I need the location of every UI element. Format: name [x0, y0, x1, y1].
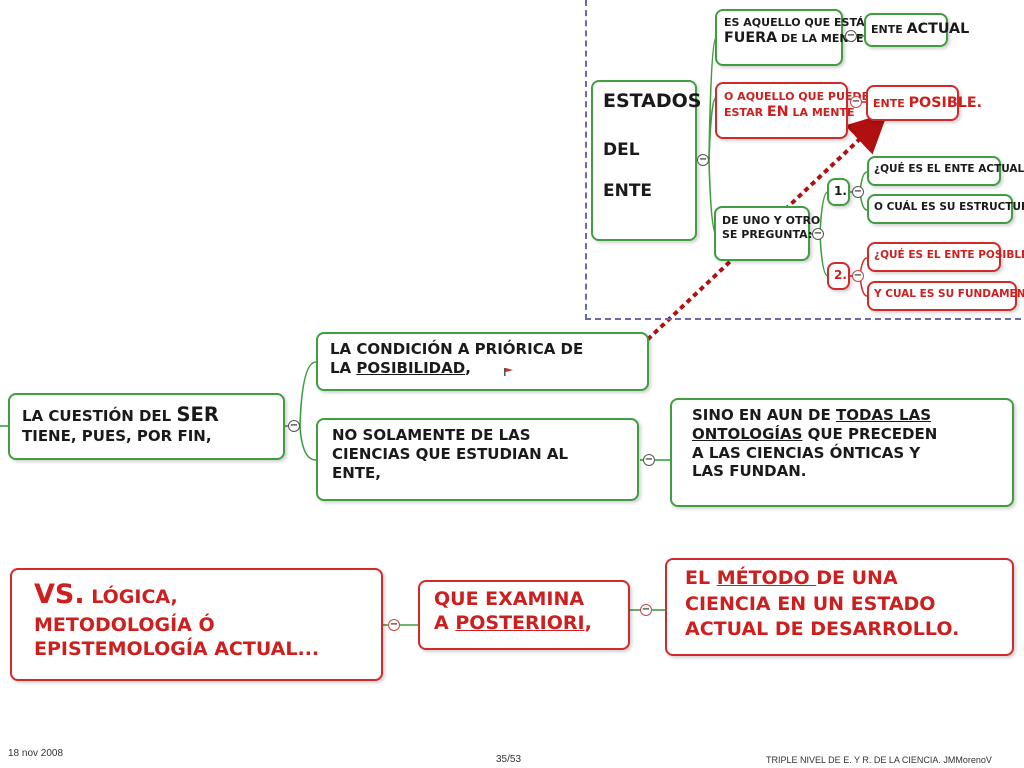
- metodo-node[interactable]: EL MÉTODO DE UNA CIENCIA EN UN ESTADO AC…: [665, 558, 1014, 656]
- collapse-icon[interactable]: −: [640, 604, 652, 616]
- condicion-priorica-node[interactable]: LA CONDICIÓN A PRIÓRICA DE LA POSIBILIDA…: [316, 332, 649, 391]
- estructura-question[interactable]: O CUÁL ES SU ESTRUCTURA?: [867, 194, 1024, 224]
- metodo-line2: CIENCIA EN UN ESTADO: [685, 592, 936, 615]
- no-solamente-line1: NO SOLAMENTE DE LAS: [332, 426, 531, 444]
- fundamento-question[interactable]: Y CUAL ES SU FUNDAMENTO?: [867, 281, 1024, 311]
- metodo-word: MÉTODO: [716, 567, 817, 589]
- footer-date: 18 nov 2008: [8, 748, 64, 759]
- flag-icon[interactable]: [504, 368, 514, 376]
- preceden-word: QUE PRECEDEN: [802, 424, 938, 443]
- sino-ontologias-node[interactable]: SINO EN AUN DE TODAS LAS ONTOLOGÍAS QUE …: [670, 398, 1014, 507]
- collapse-icon[interactable]: −: [388, 619, 400, 631]
- posteriori-word: POSTERIORI: [455, 611, 585, 634]
- highlight-region: [585, 0, 1021, 320]
- number-two-node[interactable]: 2.: [827, 262, 850, 290]
- ente-prefix-2: ENTE: [873, 97, 909, 110]
- no-solamente-node[interactable]: NO SOLAMENTE DE LAS CIENCIAS QUE ESTUDIA…: [316, 418, 639, 501]
- sino-line3: A LAS CIENCIAS ÓNTICAS Y: [692, 443, 921, 462]
- number-two: 2.: [834, 268, 847, 282]
- fuera-de-la-mente-node[interactable]: ES AQUELLO QUE ESTÁ FUERA DE LA MENTE: [715, 9, 865, 66]
- q2b: Y CUAL ES SU FUNDAMENTO?: [874, 288, 1024, 300]
- number-one-node[interactable]: 1.: [827, 178, 850, 206]
- vs-logica-node[interactable]: VS. LÓGICA, METODOLOGÍA ó EPISTEMOLOGÍA …: [10, 568, 383, 681]
- comma: ,: [465, 358, 471, 377]
- collapse-icon[interactable]: −: [697, 154, 709, 166]
- todas-las-word: TODAS LAS: [835, 406, 932, 424]
- en-mente-line1: O AQUELLO QUE PUEDE: [724, 90, 870, 103]
- sino-line4: LAS FUNDAN.: [692, 462, 807, 481]
- comma-2: ,: [584, 611, 592, 634]
- ente-actual-node[interactable]: ENTE ACTUAL: [864, 13, 969, 47]
- estar-word: ESTAR: [724, 105, 767, 119]
- en-la-mente-node[interactable]: O AQUELLO QUE PUEDE ESTAR EN LA MENTE: [715, 82, 870, 139]
- q2a: ¿QUÉ ES EL ENTE POSIBLE: [874, 249, 1024, 261]
- el-word: EL: [685, 567, 717, 589]
- actual-word: ACTUAL: [906, 21, 970, 37]
- metodo-line3: ACTUAL DE DESARROLLO.: [685, 618, 960, 641]
- a-word: A: [434, 611, 456, 634]
- footer-credit: TRIPLE NIVEL DE E. Y R. DE LA CIENCIA. J…: [766, 755, 992, 765]
- la-word: LA: [330, 358, 357, 377]
- ente-prefix: ENTE: [871, 23, 907, 36]
- vs-line2: METODOLOGÍA ó: [34, 613, 215, 636]
- del-label: DEL: [603, 139, 640, 160]
- posible-word: POSIBLE.: [908, 95, 983, 111]
- collapse-icon[interactable]: −: [288, 420, 300, 432]
- logica-word: LÓGICA,: [84, 586, 178, 608]
- ente-actual-question[interactable]: ¿QUÉ ES EL ENTE ACTUAL: [867, 156, 1024, 186]
- cuestion-line1: LA CUESTIÓN DEL: [22, 407, 177, 425]
- collapse-icon[interactable]: −: [643, 454, 655, 466]
- cuestion-line2: TIENE, PUES, POR FIN,: [22, 427, 212, 446]
- vs-word: VS.: [34, 579, 85, 610]
- no-solamente-line2: CIENCIAS QUE ESTUDIAN AL: [332, 444, 569, 463]
- vs-line3: EPISTEMOLOGÍA ACTUAL...: [34, 637, 320, 660]
- collapse-icon[interactable]: −: [812, 228, 824, 240]
- collapse-icon[interactable]: −: [852, 270, 864, 282]
- pregunta-node[interactable]: DE UNO Y OTRO SE PREGUNTA:: [714, 206, 821, 261]
- collapse-icon[interactable]: −: [852, 186, 864, 198]
- de-una-word: DE UNA: [816, 567, 898, 589]
- cuestion-del-ser-node[interactable]: LA CUESTIÓN DEL SER TIENE, PUES, POR FIN…: [8, 393, 285, 460]
- sino-prefix: SINO EN AUN DE: [692, 406, 836, 424]
- ente-posible-question[interactable]: ¿QUÉ ES EL ENTE POSIBLE: [867, 242, 1024, 272]
- estados-label: ESTADOS: [603, 90, 702, 112]
- la-mente-word: LA MENTE: [788, 105, 855, 119]
- posibilidad-word: POSIBILIDAD: [356, 358, 466, 377]
- en-word: EN: [766, 103, 789, 120]
- fuera-rest: DE LA MENTE: [777, 31, 864, 45]
- examina-line1: QUE EXAMINA: [434, 588, 585, 610]
- estados-del-ente-node[interactable]: ESTADOS DEL ENTE: [591, 80, 702, 241]
- number-one: 1.: [834, 184, 847, 198]
- fuera-word: FUERA: [724, 29, 778, 46]
- pregunta-line1: DE UNO Y OTRO: [722, 214, 821, 227]
- ente-label: ENTE: [603, 181, 653, 201]
- ser-word: SER: [176, 403, 219, 426]
- q1a: ¿QUÉ ES EL ENTE ACTUAL: [874, 163, 1024, 175]
- footer-page-number: 35/53: [496, 754, 522, 765]
- q1b: O CUÁL ES SU ESTRUCTURA?: [874, 201, 1024, 213]
- no-solamente-line3: ENTE,: [332, 463, 381, 482]
- collapse-icon[interactable]: −: [845, 30, 857, 42]
- fuera-line1: ES AQUELLO QUE ESTÁ: [724, 16, 865, 29]
- ontologias-word: ONTOLOGÍAS: [692, 424, 803, 443]
- condicion-line1: LA CONDICIÓN A PRIÓRICA DE: [330, 340, 584, 358]
- collapse-icon[interactable]: −: [850, 96, 862, 108]
- ente-posible-node[interactable]: ENTE POSIBLE.: [866, 85, 982, 121]
- que-examina-node[interactable]: QUE EXAMINA A POSTERIORI,: [418, 580, 630, 650]
- pregunta-line2: SE PREGUNTA:: [722, 227, 813, 241]
